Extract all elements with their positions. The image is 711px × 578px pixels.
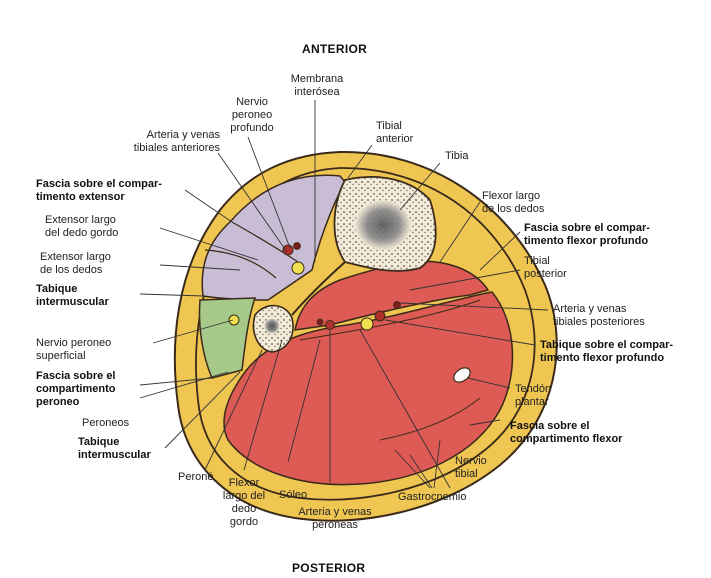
anterior-label: ANTERIOR bbox=[302, 42, 367, 56]
label-membrana-interosea: Membrana interósea bbox=[282, 73, 352, 99]
label-extensor-largo-dedo-gordo: Extensor largo del dedo gordo bbox=[45, 214, 155, 240]
label-arteria-tibiales-posteriores: Arteria y venas tibiales posteriores bbox=[553, 303, 683, 329]
label-peroneos: Peroneos bbox=[82, 417, 152, 430]
label-fascia-peroneo: Fascia sobre el compartimento peroneo bbox=[36, 370, 146, 409]
label-arteria-tibiales-anteriores: Arteria y venas tibiales anteriores bbox=[110, 129, 220, 155]
posterior-tibial-vein bbox=[394, 302, 401, 309]
label-soleo: Sóleo bbox=[279, 489, 329, 502]
superficial-peroneal-nerve bbox=[229, 315, 239, 325]
fibula-marrow bbox=[264, 318, 280, 334]
label-tendon-plantar: Tendón plantar bbox=[515, 383, 595, 409]
tibial-nerve bbox=[361, 318, 373, 330]
posterior-tibial-artery bbox=[375, 311, 385, 321]
label-tabique-intermuscular-1: Tabique intermuscular bbox=[36, 283, 146, 309]
label-nervio-peroneo-superficial: Nervio peroneo superficial bbox=[36, 337, 156, 363]
label-tibial-anterior: Tibial anterior bbox=[376, 120, 446, 146]
label-flexor-largo-dedo-gordo: Flexor largo del dedo gordo bbox=[214, 477, 274, 529]
label-tabique-intermuscular-2: Tabique intermuscular bbox=[78, 436, 188, 462]
anterior-tibial-vein bbox=[294, 243, 301, 250]
label-gastrocnemio: Gastrocnemio bbox=[398, 491, 498, 504]
peroneal-artery bbox=[326, 321, 335, 330]
label-fascia-flexor: Fascia sobre el compartimento flexor bbox=[510, 420, 670, 446]
label-fascia-extensor: Fascia sobre el compar- timento extensor bbox=[36, 178, 186, 204]
peroneal-vein bbox=[317, 319, 323, 325]
label-extensor-largo-dedos: Extensor largo de los dedos bbox=[40, 251, 150, 277]
label-nervio-peroneo-profundo: Nervio peroneo profundo bbox=[217, 96, 287, 135]
label-tibia: Tibia bbox=[445, 150, 505, 163]
label-tibial-posterior: Tibial posterior bbox=[524, 255, 604, 281]
label-fascia-flexor-profundo: Fascia sobre el compar- timento flexor p… bbox=[524, 222, 694, 248]
deep-peroneal-nerve bbox=[292, 262, 304, 274]
anterior-tibial-artery bbox=[283, 245, 293, 255]
label-tabique-flexor-profundo: Tabique sobre el compar- timento flexor … bbox=[540, 339, 710, 365]
posterior-label: POSTERIOR bbox=[292, 561, 365, 575]
label-arteria-peroneas: Arteria y venas peroneas bbox=[285, 506, 385, 532]
label-flexor-largo-dedos: Flexor largo de los dedos bbox=[482, 190, 582, 216]
label-nervio-tibial: Nervio tibial bbox=[455, 455, 515, 481]
